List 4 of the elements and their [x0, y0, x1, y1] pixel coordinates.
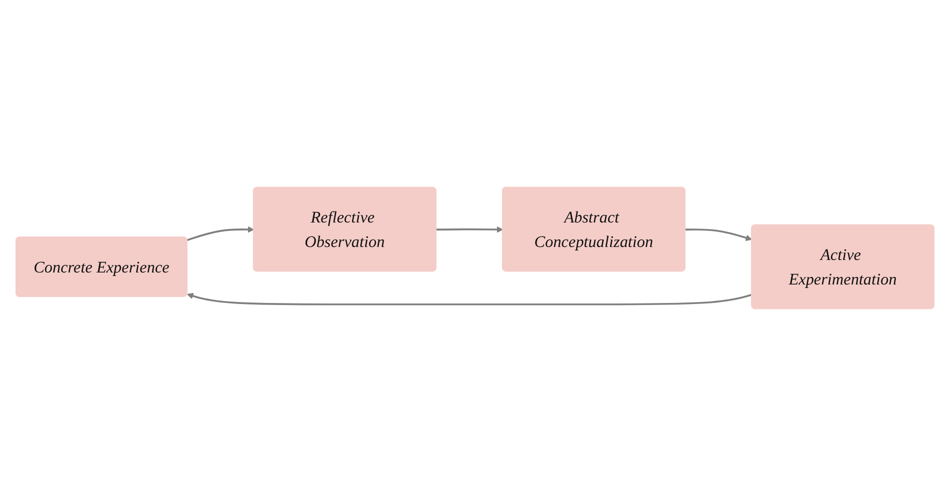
- arrow: [186, 226, 254, 241]
- arrow: [436, 226, 503, 233]
- arrow: [186, 292, 752, 306]
- arrow: [684, 228, 752, 241]
